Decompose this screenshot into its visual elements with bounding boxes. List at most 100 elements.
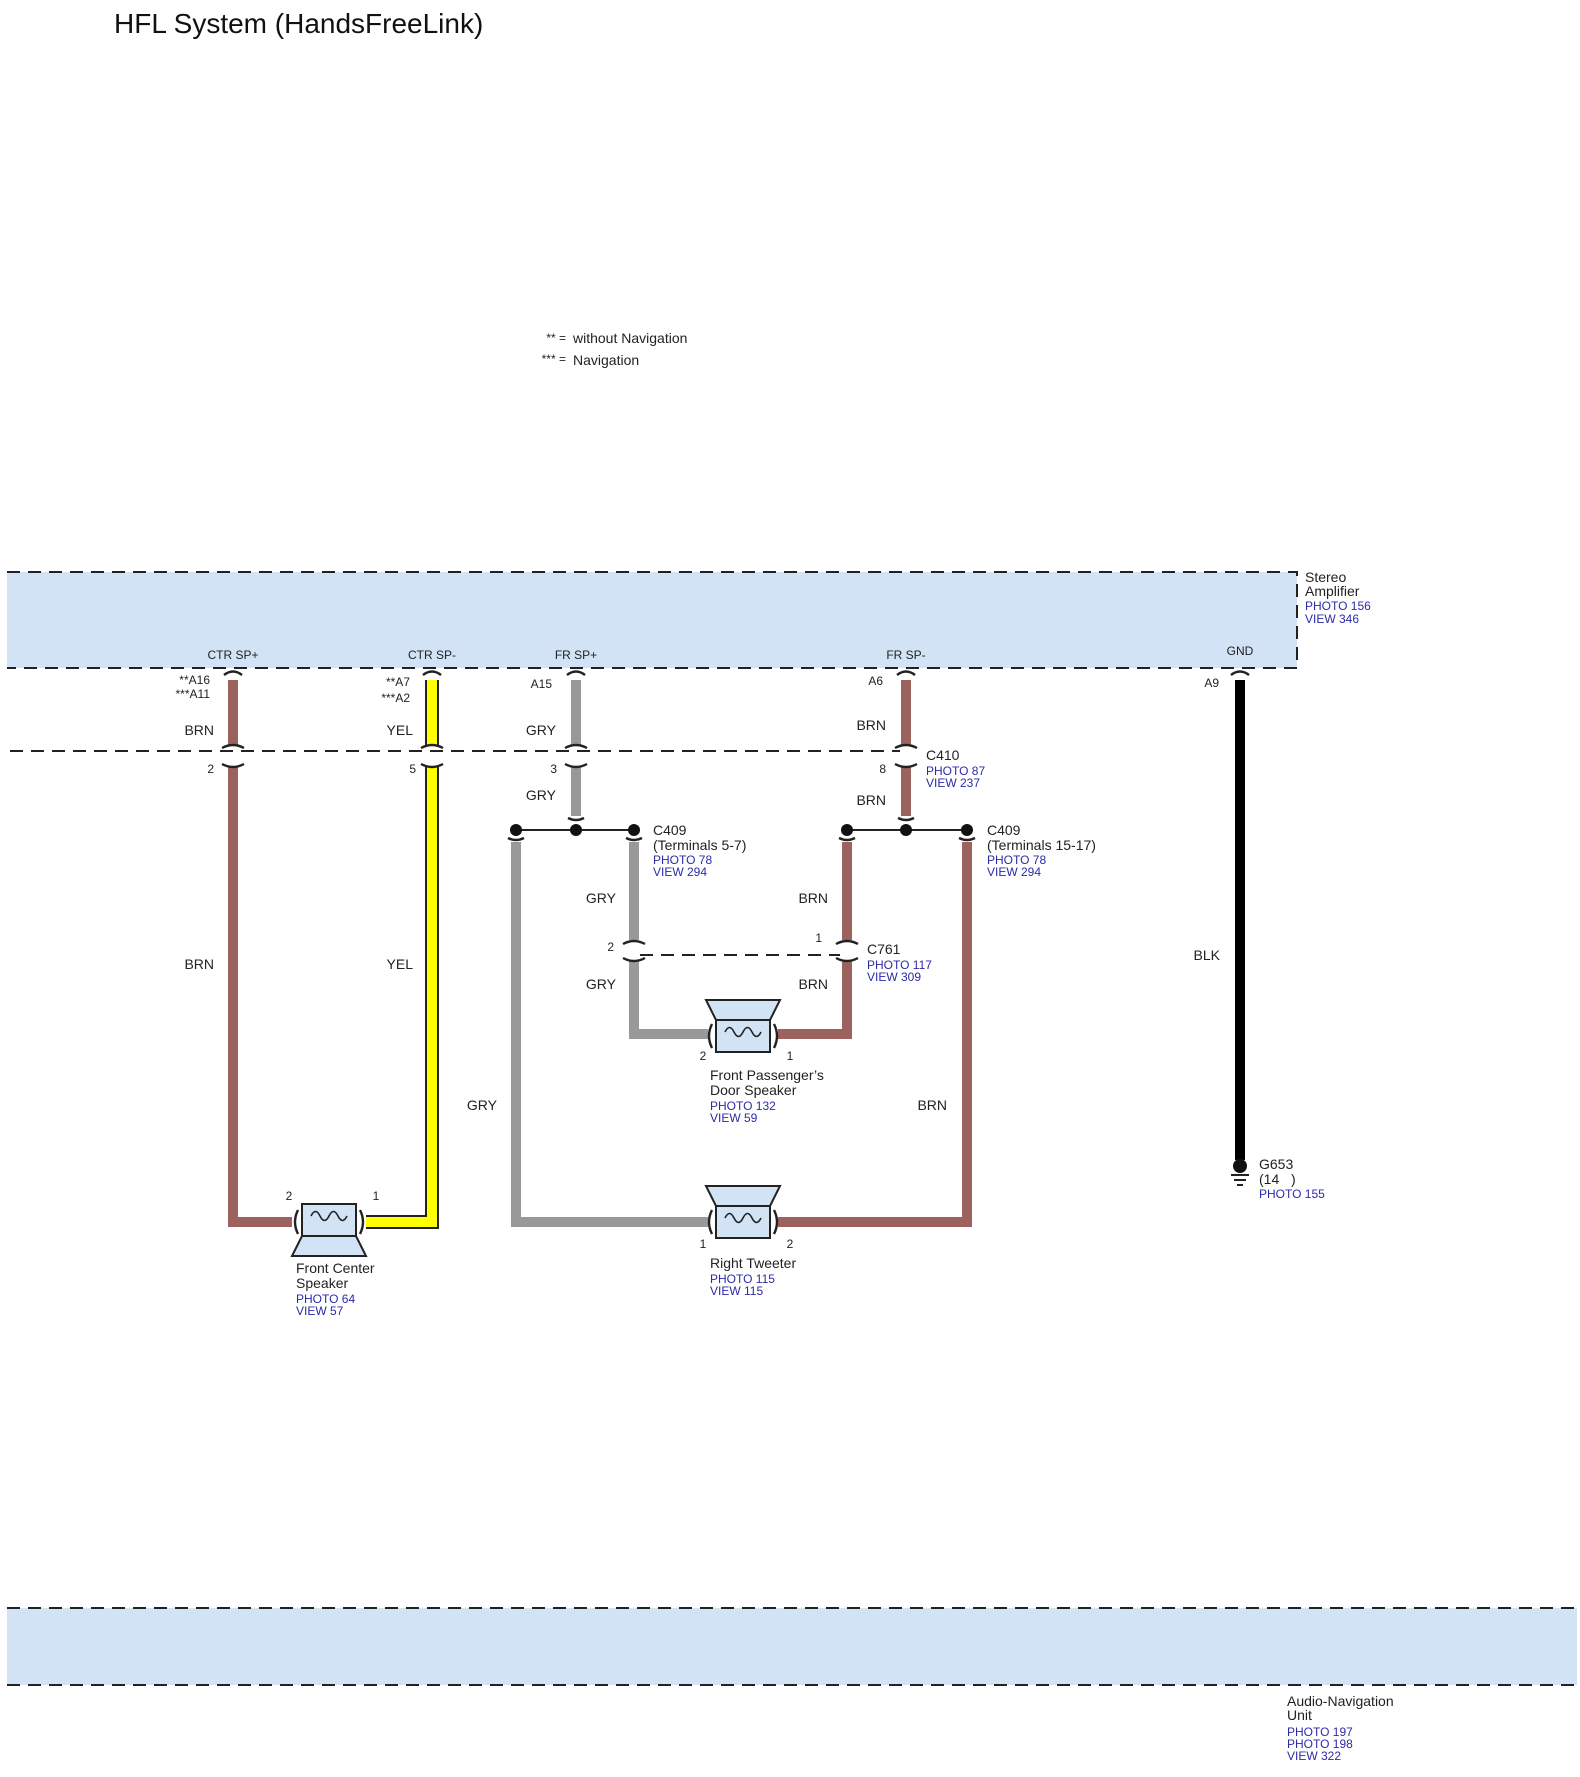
amplifier-pin-marks [223,670,1250,676]
tweeter-pin-right: 2 [787,1237,794,1251]
audio-nav-view: VIEW 322 [1287,1749,1341,1763]
wire-label-gry-4: GRY [586,976,617,992]
c761-connector-marks [622,939,859,963]
c410-photo: PHOTO 87 [926,764,985,778]
wire-ctr-sp-minus-lower-outline [366,767,439,1229]
wire-ctr-sp-plus-lower [228,767,292,1227]
wire-label-brn-5: BRN [798,890,828,906]
wire-ctr-sp-minus-lower [366,767,437,1227]
c410-pin-fr-plus: 3 [550,762,557,776]
wire-label-brn-2: BRN [856,717,886,733]
door-speaker-photo: PHOTO 132 [710,1099,776,1113]
center-speaker-name-2: Speaker [296,1275,348,1291]
center-speaker-view: VIEW 57 [296,1304,344,1318]
door-speaker-pin-left: 2 [700,1049,707,1063]
pin-a2: ***A2 [381,691,410,705]
terminal-fr-sp-plus: FR SP+ [555,648,597,662]
c410-connector-marks [221,743,918,769]
stereo-amplifier-box [7,571,1298,669]
center-speaker-name-1: Front Center [296,1260,375,1276]
pin-a9: A9 [1204,676,1219,690]
audio-nav-box [7,1607,1577,1686]
audio-nav-photo-2: PHOTO 198 [1287,1737,1353,1751]
pin-a15: A15 [531,677,553,691]
wire-gry-to-tweeter [511,842,708,1227]
legend-text-1: without Navigation [572,330,687,346]
pin-a7: **A7 [386,675,410,689]
wire-label-yel-1: YEL [387,722,414,738]
ground-detail-open: (14 [1259,1171,1279,1187]
legend: ** = without Navigation *** = Navigation [542,330,688,368]
c761-view: VIEW 309 [867,970,921,984]
pin-a11: ***A11 [176,687,211,701]
door-speaker-pin-right: 1 [787,1049,794,1063]
stereo-amplifier-name-1: Stereo [1305,569,1346,585]
c410-view: VIEW 237 [926,776,980,790]
wire-label-gry-2: GRY [526,787,557,803]
tweeter-view: VIEW 115 [710,1284,763,1298]
tweeter-name: Right Tweeter [710,1255,796,1271]
wire-label-brn-6: BRN [798,976,828,992]
wire-brn-door-lower [778,960,852,1039]
wire-label-gry-3: GRY [586,890,617,906]
c409-right-view: VIEW 294 [987,865,1041,879]
audio-nav-photo-1: PHOTO 197 [1287,1725,1353,1739]
c409-left-view: VIEW 294 [653,865,707,879]
c409-right-photo: PHOTO 78 [987,853,1046,867]
terminal-gnd: GND [1227,644,1254,658]
terminal-ctr-sp-plus: CTR SP+ [207,648,258,662]
c761-name: C761 [867,941,901,957]
c409-right-name: C409 [987,822,1021,838]
door-speaker-view: VIEW 59 [710,1111,758,1125]
wire-label-brn-4: BRN [184,956,214,972]
wire-label-gry-5: GRY [467,1097,498,1113]
legend-key-1: ** = [546,331,566,345]
audio-nav-name-2: Unit [1287,1707,1312,1723]
terminal-fr-sp-minus: FR SP- [886,648,925,662]
wire-label-brn-3: BRN [856,792,886,808]
wire-brn-to-tweeter [778,842,972,1227]
wire-label-brn-1: BRN [184,722,214,738]
legend-key-2: *** = [542,352,566,366]
ground-detail-close: ) [1291,1171,1296,1187]
wire-label-blk: BLK [1194,947,1221,963]
c761-pin-gry: 2 [607,940,614,954]
audio-nav-name-1: Audio-Navigation [1287,1693,1394,1709]
center-speaker-photo: PHOTO 64 [296,1292,355,1306]
legend-text-2: Navigation [573,352,639,368]
wire-label-brn-7: BRN [917,1097,947,1113]
tweeter-symbol [704,1185,782,1239]
wire-label-gry-1: GRY [526,722,557,738]
ground-symbol [1231,1159,1249,1186]
c410-pin-ctr-minus: 5 [409,762,416,776]
stereo-amplifier-photo: PHOTO 156 [1305,599,1371,613]
tweeter-photo: PHOTO 115 [710,1272,775,1286]
stereo-amplifier-name-2: Amplifier [1305,583,1360,599]
pin-a6: A6 [868,674,883,688]
c409-left-terminals: (Terminals 5-7) [653,837,746,853]
c409-junction-dots [510,824,973,836]
wire-gry-door-lower [629,960,708,1039]
c409-left-photo: PHOTO 78 [653,853,712,867]
pin-a16: **A16 [179,673,210,687]
ground-photo: PHOTO 155 [1259,1187,1325,1201]
c761-pin-brn: 1 [815,931,822,945]
door-speaker-name-1: Front Passenger’s [710,1067,824,1083]
c410-pin-fr-minus: 8 [879,762,886,776]
center-speaker-pin-right: 1 [373,1189,380,1203]
page-title: HFL System (HandsFreeLink) [114,8,483,39]
c410-name: C410 [926,747,960,763]
c761-photo: PHOTO 117 [867,958,932,972]
ground-name: G653 [1259,1156,1293,1172]
c410-pin-ctr-plus: 2 [207,762,214,776]
stereo-amplifier-view: VIEW 346 [1305,612,1359,626]
c409-right-terminals: (Terminals 15-17) [987,837,1096,853]
wire-label-yel-2: YEL [387,956,414,972]
center-speaker-pin-left: 2 [286,1189,293,1203]
tweeter-pin-left: 1 [700,1237,707,1251]
c409-left-name: C409 [653,822,687,838]
door-speaker-name-2: Door Speaker [710,1082,797,1098]
door-speaker-symbol [704,999,782,1053]
c409-cup-marks [507,816,976,842]
